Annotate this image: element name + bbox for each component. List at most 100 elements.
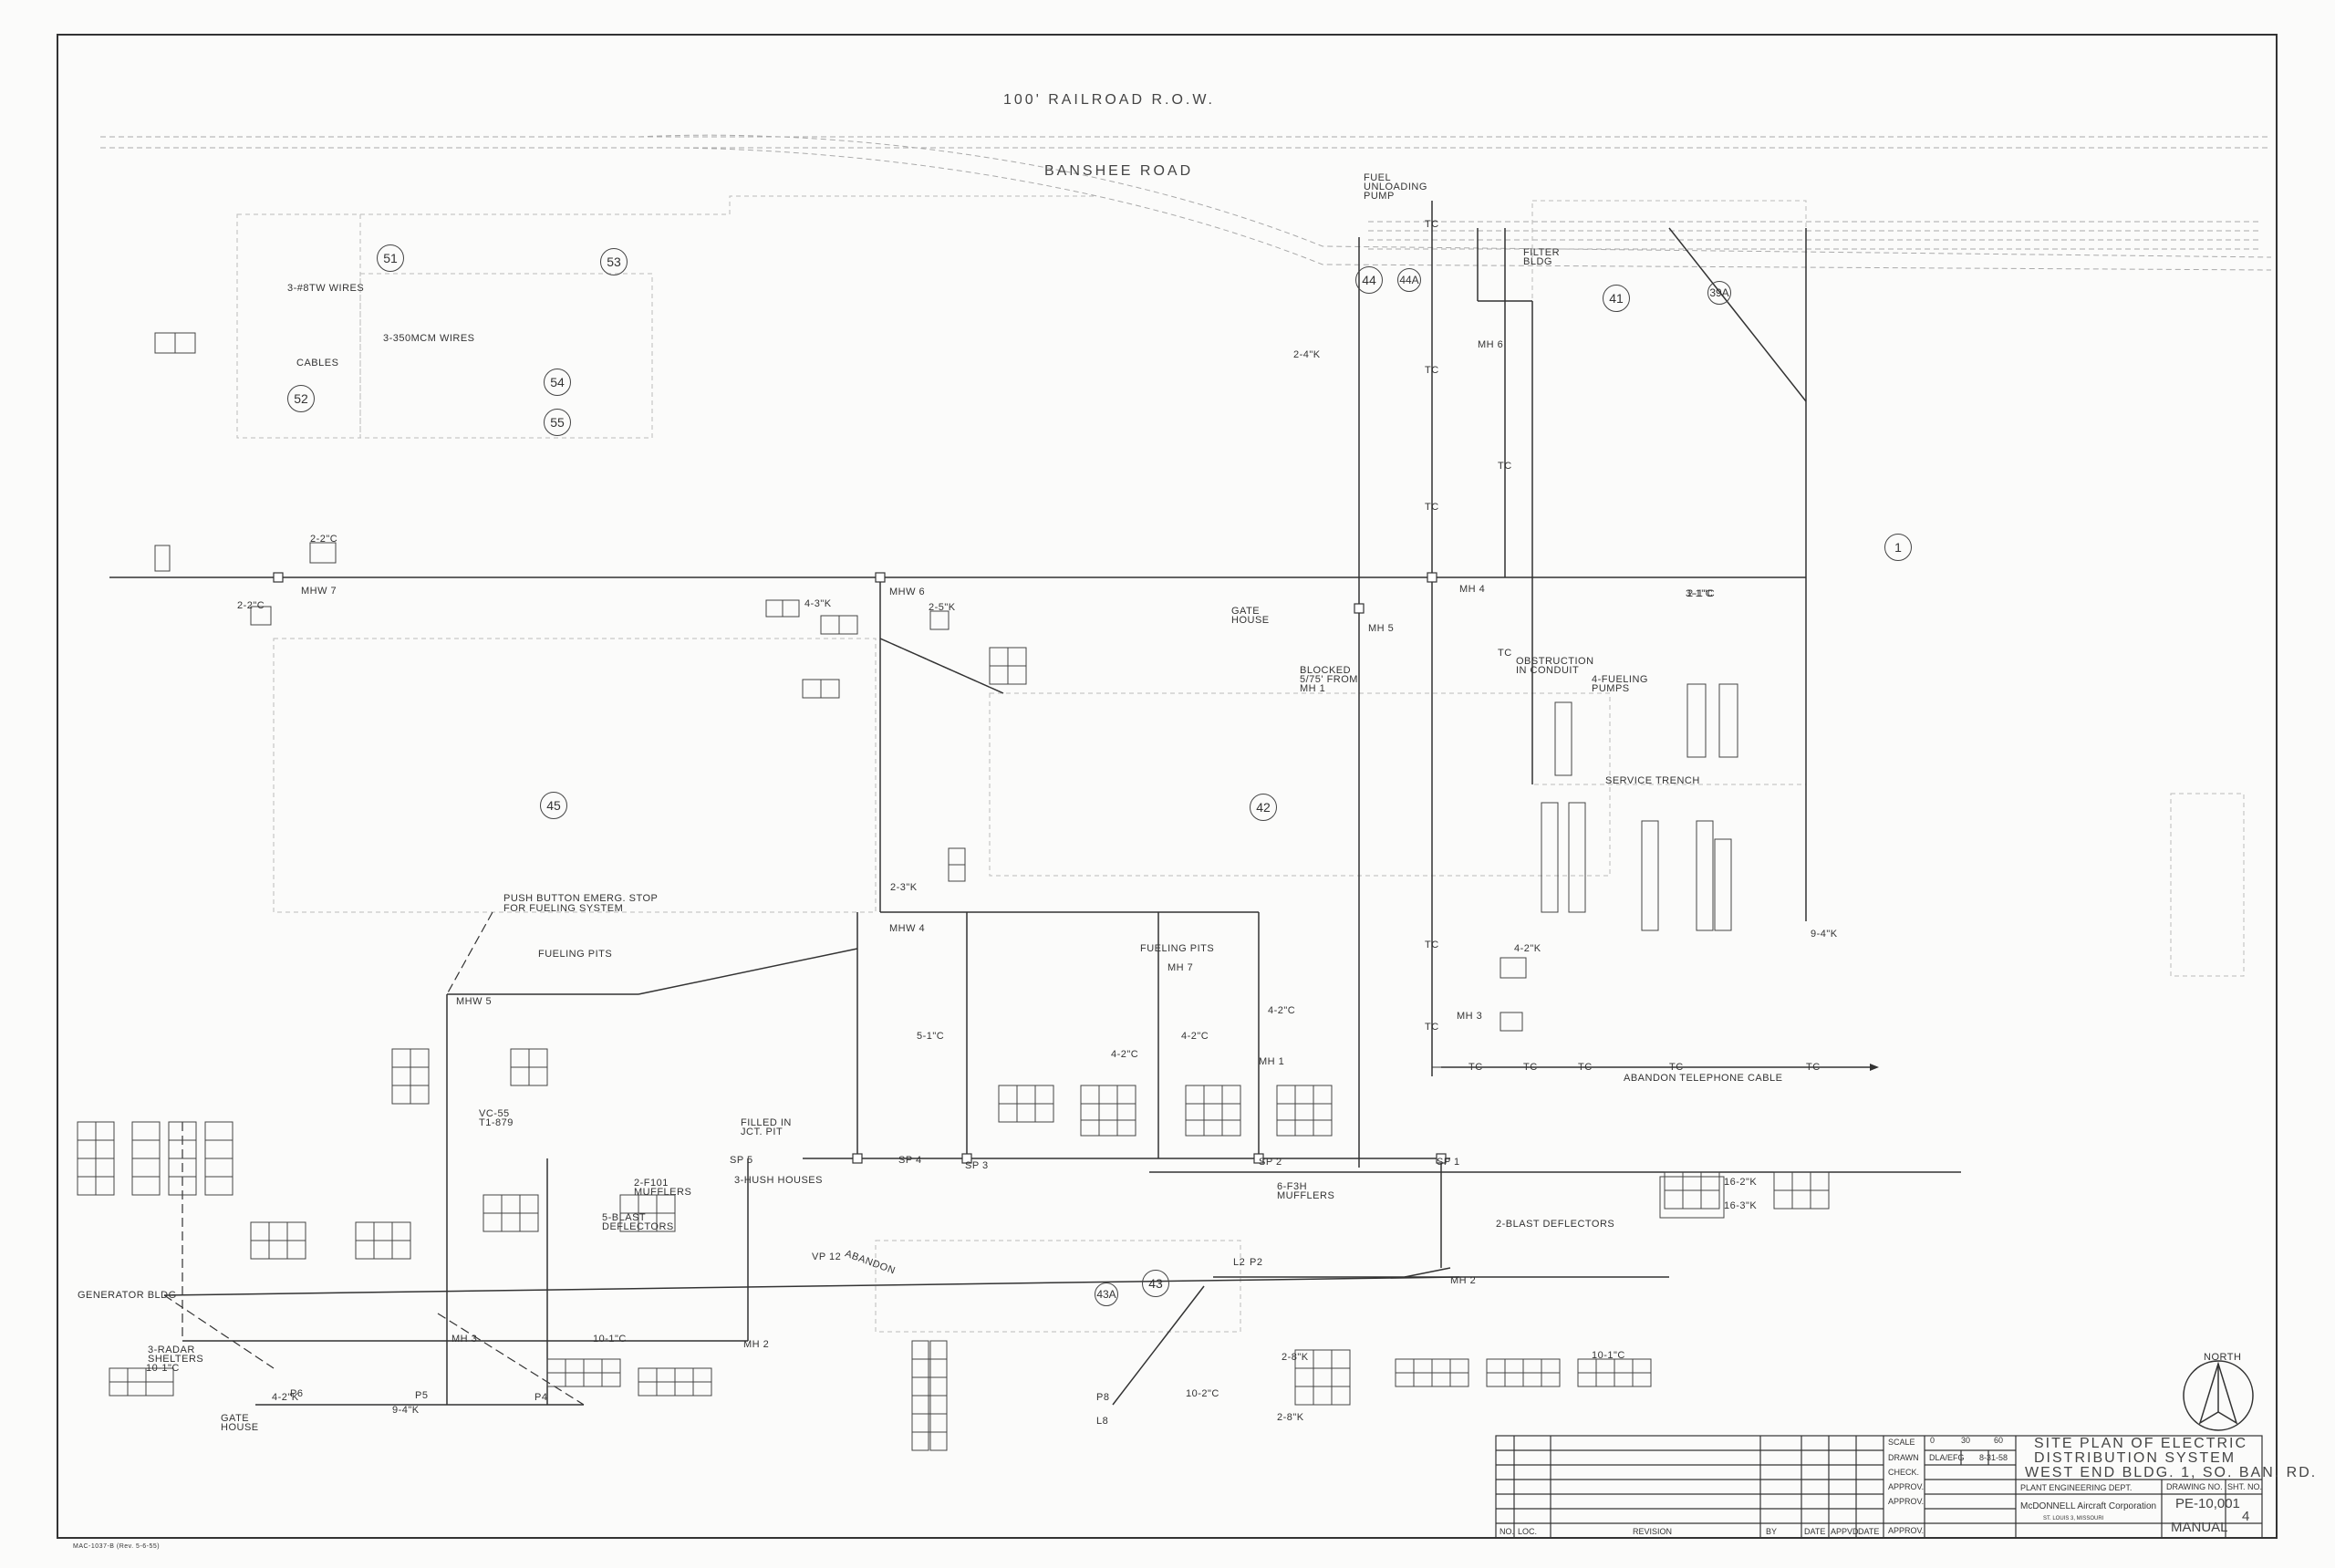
blast-deflectors-2: 2-BLAST DEFLECTORS <box>1496 1219 1615 1230</box>
cable-tag: 10-1"C <box>146 1363 180 1374</box>
cable-tag: 5-1"C <box>917 1031 945 1042</box>
building-41: 41 <box>1603 285 1630 312</box>
mh-label: MH 2 <box>1450 1275 1477 1286</box>
fueling-pits-right: FUELING PITS <box>1140 943 1215 954</box>
cable-tag: 3-1"C <box>1686 588 1714 599</box>
fueling-pits-left: FUELING PITS <box>538 949 613 960</box>
mhw-label: MHW 4 <box>889 923 926 934</box>
cable-tag: 9-4"K <box>392 1405 420 1416</box>
drawing-no: PE-10,001 <box>2175 1496 2240 1511</box>
sp-label: SP 3 <box>965 1160 989 1171</box>
cable-tag: 2-2"C <box>310 534 338 545</box>
building-54: 54 <box>544 369 571 396</box>
mh-label: MH 3 <box>451 1334 478 1345</box>
tc-label: TC <box>1468 1062 1483 1073</box>
rev-header-date2: DATE <box>1858 1527 1880 1536</box>
scale-val: 0 <box>1930 1436 1935 1445</box>
vp-label: VP 12 <box>812 1251 842 1262</box>
cable-tag: 16-3"K <box>1724 1200 1758 1211</box>
building-43a: 43A <box>1095 1282 1118 1306</box>
check-label: CHECK. <box>1888 1468 1920 1477</box>
cable-tag: 2-8"K <box>1277 1412 1304 1423</box>
building-45: 45 <box>540 792 567 819</box>
mhw-label: MHW 6 <box>889 587 926 597</box>
tc-label: TC <box>1425 365 1439 376</box>
cable-tag: 2-8"K <box>1282 1352 1309 1363</box>
drawn-date: 8-31-58 <box>1979 1453 2008 1462</box>
cable-tag: 16-2"K <box>1724 1177 1758 1188</box>
building-44a: 44A <box>1397 268 1421 292</box>
sp-label: SP 5 <box>730 1155 753 1166</box>
cable-tag: 4-2"C <box>1111 1049 1139 1060</box>
tc-label: TC <box>1498 461 1512 472</box>
sht-no: 4 <box>2242 1509 2250 1524</box>
mhw-label: MHW 5 <box>456 996 493 1007</box>
sheet-border <box>57 34 2278 1539</box>
p-label: P2 <box>1250 1257 1263 1268</box>
building-39a: 39A <box>1707 281 1731 305</box>
cable-tag: 2-3"K <box>890 882 918 893</box>
scale-val: 30 <box>1961 1436 1971 1445</box>
scale-val: 60 <box>1994 1436 2004 1445</box>
building-53: 53 <box>600 248 628 275</box>
building-51: 51 <box>377 244 404 272</box>
tw-wires-note: 3-#8TW WIRES <box>287 283 365 294</box>
building-55: 55 <box>544 409 571 436</box>
generator-bldg-label: GENERATOR BLDG <box>78 1290 177 1301</box>
p-label: P5 <box>415 1390 429 1401</box>
title-line-2: DISTRIBUTION SYSTEM <box>2034 1450 2236 1466</box>
l-label: L2 <box>1233 1257 1246 1268</box>
manual-label: MANUAL <box>2171 1520 2228 1535</box>
sht-label: SHT. NO. <box>2227 1482 2263 1491</box>
cables-note: CABLES <box>296 358 339 369</box>
cable-tag: 4-2"C <box>1181 1031 1209 1042</box>
dept-label: PLANT ENGINEERING DEPT. <box>2020 1483 2133 1492</box>
conduit-lines <box>109 201 1961 1406</box>
cable-tag: 4-2"K <box>1514 943 1541 954</box>
building-44: 44 <box>1355 266 1383 294</box>
mh-label: MH 6 <box>1478 339 1504 350</box>
sp-label: SP 2 <box>1259 1157 1282 1168</box>
rev-header-date: DATE <box>1804 1527 1826 1536</box>
drawn-label: DRAWN <box>1888 1453 1919 1462</box>
tc-label: TC <box>1425 1022 1439 1033</box>
title-line-3: WEST END BLDG. 1, SO. BAN. RD. <box>2025 1465 2318 1480</box>
north-label: NORTH <box>2204 1352 2242 1363</box>
mh-label: MH 5 <box>1368 623 1395 634</box>
rev-header-loc: LOC. <box>1518 1527 1538 1536</box>
dashed-runs <box>163 638 1004 1406</box>
cable-tag: 2-2"C <box>237 600 265 611</box>
telephone-cable-arrow <box>1870 1064 1879 1071</box>
hush-houses-note: 3-HUSH HOUSES <box>734 1175 823 1186</box>
rev-header-by: BY <box>1766 1527 1778 1536</box>
title-line-1: SITE PLAN OF ELECTRIC <box>2034 1436 2248 1451</box>
cable-tag: 2-4"K <box>1293 349 1321 360</box>
cable-tag: 9-4"K <box>1811 929 1838 940</box>
cable-tag: 10-1"C <box>1592 1350 1625 1361</box>
company-location: ST. LOUIS 3, MISSOURI <box>2043 1516 2104 1521</box>
cable-tag: 2-1"C <box>1687 588 1716 599</box>
approv-label: APPROV. <box>1888 1497 1925 1506</box>
tc-label: TC <box>1425 219 1439 230</box>
mh-label: MH 3 <box>1457 1011 1483 1022</box>
north-arrow <box>2183 1360 2254 1431</box>
tc-label: TC <box>1523 1062 1538 1073</box>
p-label: P8 <box>1096 1392 1110 1403</box>
building-43: 43 <box>1142 1270 1169 1297</box>
approv-label: APPROV. <box>1888 1482 1925 1491</box>
tc-label: TC <box>1425 502 1439 513</box>
rev-header-appvd: APPVD. <box>1831 1527 1862 1536</box>
cable-tag: 4-3"K <box>804 598 832 609</box>
company-name: McDONNELL Aircraft Corporation <box>2020 1501 2157 1511</box>
title-block: SCALE 0 30 60 DRAWN DLA/EFG 8-31-58 CHEC… <box>1496 1436 2315 1538</box>
approv-label: APPROV. <box>1888 1526 1925 1535</box>
railroad-label: 100' RAILROAD R.O.W. <box>1003 92 1215 108</box>
mh-label: MH 2 <box>743 1339 770 1350</box>
